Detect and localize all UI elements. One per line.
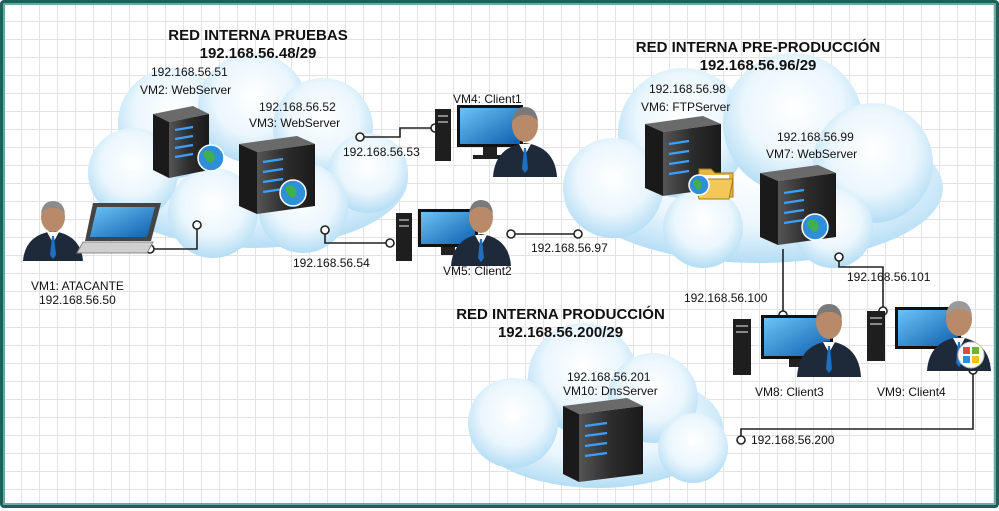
- vm9-windows-logo-icon: [957, 341, 985, 369]
- vm3-name: VM3: WebServer: [249, 116, 341, 130]
- vm3-ip: 192.168.56.52: [259, 100, 336, 114]
- vm1-ip: 192.168.56.50: [39, 293, 116, 307]
- vm4-desktop-icon: [435, 105, 523, 161]
- vm1-name: VM1: ATACANTE: [31, 279, 124, 293]
- network-subnet: 192.168.56.48/29: [199, 45, 317, 62]
- network-name: RED INTERNA PRODUCCIÓN: [456, 306, 665, 323]
- network-title-produccion: RED INTERNA PRODUCCIÓN 192.168.56.200/29: [423, 306, 698, 342]
- link-vm9-produccion: [740, 370, 974, 440]
- network-title-preproduccion: RED INTERNA PRE-PRODUCCIÓN 192.168.56.96…: [603, 39, 913, 75]
- vm4-user-icon: [493, 107, 557, 177]
- vm6-name: VM6: FTPServer: [641, 100, 731, 114]
- vm7-server-icon: [760, 165, 836, 245]
- vm5-link-ip: 192.168.56.97: [531, 241, 608, 255]
- vm5-desktop-icon: [396, 209, 478, 261]
- vm2-globe-icon: [197, 144, 225, 172]
- vm5-name: VM5: Client2: [443, 264, 512, 278]
- vm9-ip: 192.168.56.101: [847, 270, 931, 284]
- vm3-server-icon: [239, 136, 315, 214]
- vm4-name: VM4: Client1: [453, 92, 522, 106]
- vm3-globe-icon: [279, 179, 307, 207]
- network-title-pruebas: RED INTERNA PRUEBAS 192.168.56.48/29: [143, 27, 373, 63]
- vm5-ip: 192.168.56.54: [293, 256, 370, 270]
- network-name: RED INTERNA PRE-PRODUCCIÓN: [635, 39, 881, 56]
- vm7-ip: 192.168.56.99: [777, 130, 854, 144]
- link-vm9-preprod: [838, 257, 884, 311]
- vm7-name: VM7: WebServer: [766, 147, 858, 161]
- vm8-user-icon: [797, 304, 861, 377]
- vm9-link-ip: 192.168.56.200: [751, 433, 835, 447]
- network-subnet: 192.168.56.96/29: [699, 57, 817, 74]
- vm5-user-icon: [451, 200, 511, 266]
- network-name: RED INTERNA PRUEBAS: [168, 27, 348, 44]
- vm2-name: VM2: WebServer: [140, 83, 232, 97]
- cloud-pruebas: [88, 53, 408, 258]
- diagram-canvas: [23, 53, 991, 488]
- vm7-globe-icon: [801, 213, 829, 241]
- vm1-user-icon: [23, 201, 83, 261]
- vm8-ip: 192.168.56.100: [684, 291, 768, 305]
- vm10-name: VM10: DnsServer: [563, 384, 658, 398]
- network-subnet: 192.168.56.200/29: [497, 324, 624, 341]
- link-vm1-pruebas: [150, 225, 198, 250]
- vm2-server-icon: [153, 106, 209, 178]
- vm6-globe-icon: [688, 174, 710, 196]
- vm6-ip: 192.168.56.98: [649, 82, 726, 96]
- vm4-ip: 192.168.56.53: [343, 145, 420, 159]
- cloud-preproduccion: [563, 53, 943, 268]
- vm8-name: VM8: Client3: [755, 385, 824, 399]
- link-vm4-vm3: [360, 127, 435, 138]
- vm9-name: VM9: Client4: [877, 385, 946, 399]
- connection-lines: [150, 127, 974, 440]
- vm2-ip: 192.168.56.51: [151, 65, 228, 79]
- vm10-ip: 192.168.56.201: [567, 370, 651, 384]
- vm10-server-icon: [563, 398, 643, 482]
- vm1-laptop-icon: [76, 203, 161, 254]
